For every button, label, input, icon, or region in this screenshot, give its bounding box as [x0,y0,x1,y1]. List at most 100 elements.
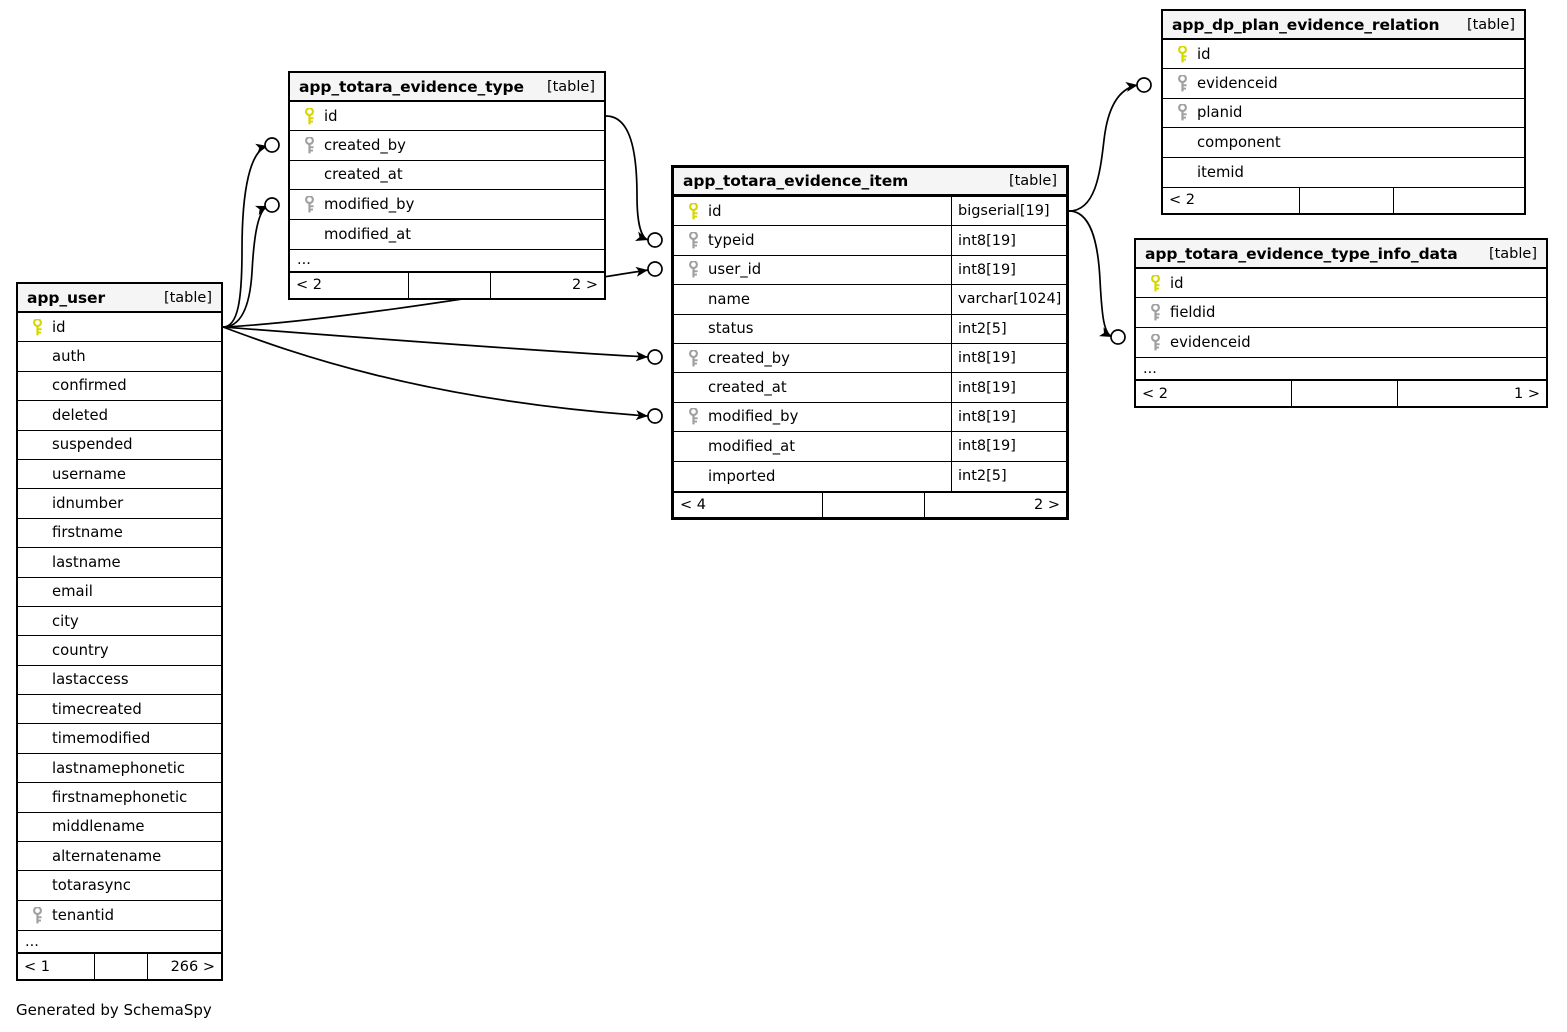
column-label: status [708,320,754,338]
column-row[interactable]: confirmed [18,372,221,402]
primary-key-slot [1143,274,1168,292]
column-row[interactable]: alternatename [18,842,221,872]
primary-key-icon [1178,45,1187,63]
column-row[interactable]: deleted [18,401,221,431]
column-name-cell: evidenceid [1163,69,1524,97]
column-label: lastname [52,553,121,571]
column-label: username [52,465,126,483]
column-name-cell: lastnamephonetic [18,754,221,782]
footer-parents-count[interactable]: < 1 [18,954,96,980]
column-row[interactable]: city [18,607,221,637]
footer-parents-count[interactable]: < 4 [674,492,823,517]
column-type-cell: int8[19] [951,226,1066,255]
column-row[interactable]: middlename [18,813,221,843]
column-name-cell: id [1163,40,1524,68]
column-label: fieldid [1170,304,1216,322]
column-row[interactable]: itemid [1163,158,1524,187]
column-label: email [52,583,93,601]
column-row[interactable]: component [1163,128,1524,158]
column-name-cell: suspended [18,431,221,459]
column-row[interactable]: lastaccess [18,666,221,696]
column-row[interactable]: id [1163,40,1524,70]
column-name-cell: imported [674,462,951,491]
column-label: id [324,107,338,125]
column-name-cell: created_by [290,131,604,159]
column-row[interactable]: planid [1163,99,1524,129]
column-row[interactable]: tenantid [18,901,221,930]
column-row[interactable]: lastnamephonetic [18,754,221,784]
column-row[interactable]: lastname [18,548,221,578]
column-name-cell: component [1163,128,1524,156]
column-label: component [1197,133,1281,151]
column-row[interactable]: suspended [18,431,221,460]
column-row[interactable]: email [18,578,221,607]
column-row[interactable]: created_by [290,131,604,161]
column-row[interactable]: id [1136,269,1546,299]
column-name-cell: id [18,313,221,341]
primary-key-slot [1170,45,1195,63]
column-label: totarasync [52,877,131,895]
edge-evidencetype-to-evidenceitem-typeid [605,115,649,241]
footer-children-count[interactable]: 266 > [170,958,215,975]
table-tag: [table] [163,289,212,306]
table-footer: < 2 [1163,186,1524,213]
column-row[interactable]: username [18,460,221,490]
footer-parents-count[interactable]: < 2 [1163,187,1301,213]
column-row[interactable]: totarasync [18,871,221,901]
footer-children-count[interactable]: 2 > [1034,496,1060,513]
foreign-key-icon [689,349,698,367]
column-type-cell: int8[19] [951,343,1066,373]
footer-parents-count[interactable]: < 2 [290,272,410,298]
column-label: deleted [52,406,109,424]
footer-children-count[interactable]: 2 > [572,277,598,294]
column-label: id [708,202,722,220]
column-label: tenantid [52,907,115,924]
column-label: lastaccess [52,671,129,689]
edge-user-to-evidencetype-createdby [222,143,269,328]
column-row[interactable]: idnumber [18,489,221,519]
footer-children-count[interactable]: 1 > [1514,385,1540,402]
table-app-dp-plan-evidence-relation[interactable]: app_dp_plan_evidence_relation [table] id… [1161,9,1526,215]
column-name-cell: username [18,460,221,488]
column-row[interactable]: auth [18,342,221,372]
primary-key-icon [1151,274,1160,292]
column-row[interactable]: timecreated [18,695,221,725]
column-row[interactable]: firstnamephonetic [18,783,221,813]
column-row[interactable]: modified_by [290,190,604,220]
footer-parents-count[interactable]: < 2 [1136,381,1292,407]
column-row[interactable]: fieldid [1136,298,1546,328]
column-row[interactable]: modified_at [290,220,604,249]
column-row[interactable]: evidenceid [1136,328,1546,357]
column-row[interactable]: timemodified [18,724,221,754]
column-name-cell: fieldid [1136,298,1546,326]
column-label: lastnamephonetic [52,759,186,777]
foreign-key-icon [305,137,314,154]
column-name-cell: evidenceid [1136,328,1546,357]
table-header-app-user: app_user [table] [18,284,221,313]
column-row[interactable]: firstname [18,519,221,549]
column-row[interactable]: country [18,636,221,666]
column-label: timemodified [52,730,151,748]
column-row[interactable]: created_at [290,161,604,191]
table-app-totara-evidence-type-info-data[interactable]: app_totara_evidence_type_info_data [tabl… [1134,238,1548,409]
column-name-cell: timemodified [18,724,221,752]
column-row[interactable]: evidenceid [1163,69,1524,99]
column-label: modified_at [708,437,796,455]
footer-mid [95,954,148,980]
column-row[interactable]: id [290,102,604,132]
column-row[interactable]: id [18,313,221,343]
footer-children-count[interactable] [1394,188,1524,213]
